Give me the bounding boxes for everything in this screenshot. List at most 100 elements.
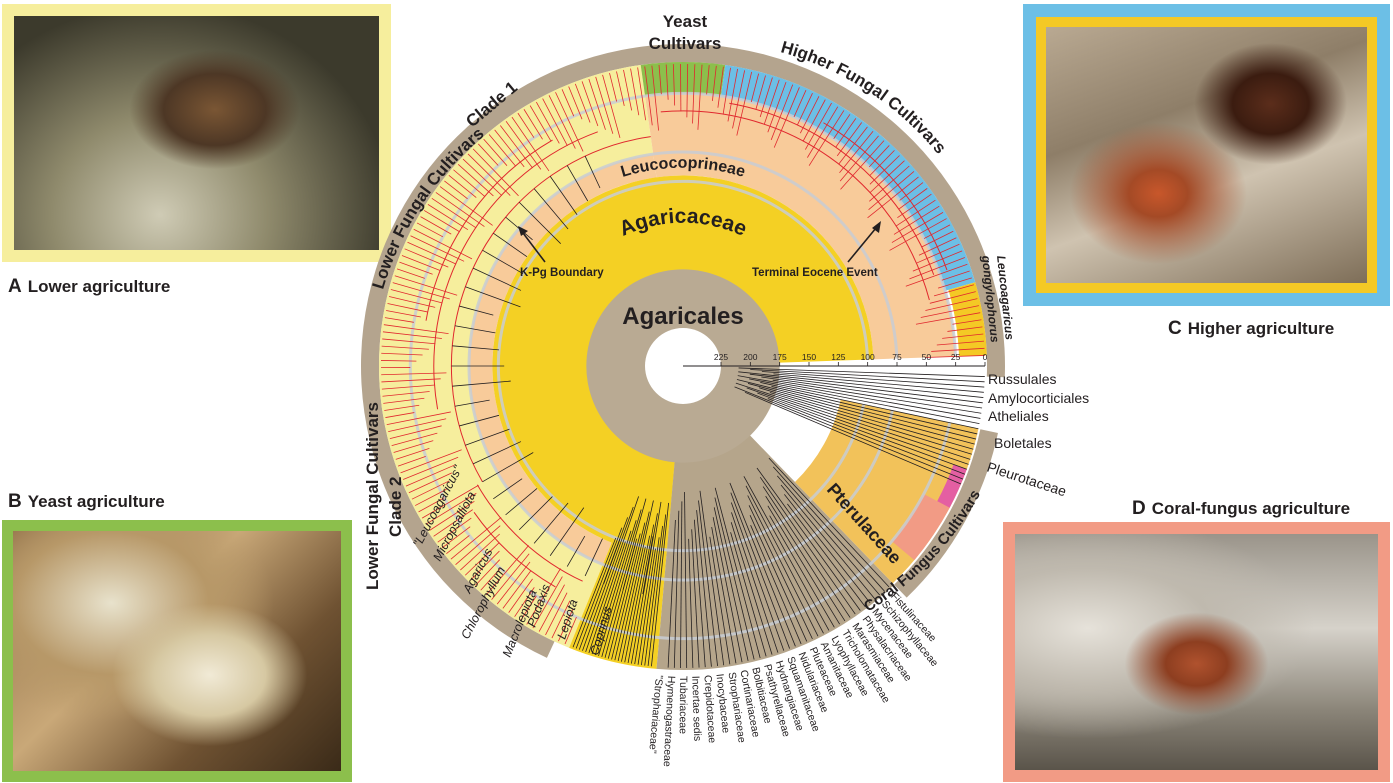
tip-branch [448,174,477,198]
backbone-branch [452,380,511,387]
tip-branch [387,303,429,313]
tip-branch [439,186,493,226]
tip-branch [455,525,501,565]
tip-branch [609,72,618,102]
tip-branch [413,228,473,260]
genus-branch [601,498,647,657]
tip-branch [545,592,568,636]
tip-branch [869,150,895,176]
tip-branch [535,101,560,144]
pleurotaceae-label: Pleurotaceae [985,459,1069,500]
family-branch [680,501,683,668]
genus-branch [598,509,642,657]
tip-branch [839,135,879,182]
tip-branch [389,296,436,308]
tip-branch [796,92,813,126]
family-branch [714,497,755,660]
tip-branch [564,616,577,645]
kpg-label: K-Pg Boundary [520,267,604,279]
tip-branch [921,230,954,248]
tip-branch [595,76,614,134]
time-tick-label: 0 [983,352,988,362]
tip-branch [658,64,662,95]
tip-branch [386,310,421,318]
tip-branch [457,164,494,197]
coral-inner-sector [937,464,967,508]
tip-branch [394,275,458,296]
backbone-branch [472,441,522,465]
tip-branch [483,138,508,166]
family-label: Tubariaceae [677,676,690,734]
outgroup-branch [769,392,972,455]
yeast-sublabel: Cultivars [649,34,722,53]
tip-branch [407,241,457,265]
tip-branch [706,65,710,95]
photo-coral-fungus-agriculture [1015,534,1378,770]
family-branch [749,515,808,642]
time-tick-label: 75 [892,352,902,362]
tip-branch [418,497,445,513]
tip-branch [893,205,940,235]
tip-branch [508,578,533,613]
family-branch [748,505,813,640]
tip-branch [523,109,543,140]
genus-branch [588,541,626,654]
tip-branch [410,235,465,262]
tip-branch [923,224,951,239]
tip-branch [390,289,443,304]
tip-branch [526,568,561,625]
kpg-arrow [522,232,546,263]
tip-branch [931,347,985,352]
tip-branch [915,312,981,325]
family-branch [688,538,694,668]
outgroup-branch [771,386,978,435]
time-tick-label: 225 [714,352,728,362]
tip-branch [408,472,452,494]
agaricaceae-sector [492,175,874,556]
tip-branch [802,99,826,142]
outgroup-branch [757,392,967,470]
tip-branch [869,160,905,194]
leucocoprineae-sector [645,93,956,360]
tip-branch [727,68,738,122]
order-label: Amylocorticiales [988,390,1089,406]
clade-arc [450,136,651,483]
family-branch [780,484,876,600]
lower-clade2-sublabel: Clade 2 [386,477,405,537]
family-branch [745,485,824,634]
family-label: Hymenogastraceae [661,675,677,767]
tip-branch [915,243,960,264]
tip-branch [574,83,591,123]
tip-branch [568,86,583,120]
eocene-arrow [847,227,877,263]
tip-branch [941,270,970,281]
time-tick-label: 175 [773,352,787,362]
backbone-branch [454,325,496,334]
family-branch [709,536,731,665]
backbone-branch [459,305,494,316]
family-branch [756,467,861,611]
outgroup-branch [738,367,985,377]
tip-branch [717,66,724,108]
tip-branch [446,535,470,554]
tip-branch [839,131,874,174]
backbone-branch [642,536,654,595]
genus-branch [614,511,650,661]
time-tick-label: 25 [951,352,961,362]
tip-branch [838,126,868,165]
backbone-branch [549,507,585,556]
tip-branch [942,333,984,339]
tip-branch [405,464,456,487]
tip-branch [750,73,760,103]
backbone-branch [454,399,490,407]
tip-branch [427,204,469,231]
tip-branch [425,492,477,525]
tip-branch [384,317,414,323]
order-label: Russulales [988,371,1056,387]
genus-branch [651,502,670,667]
tip-branch [697,64,703,130]
backbone-branch [482,249,524,275]
tip-branch [909,257,965,280]
tip-branch [469,550,500,581]
